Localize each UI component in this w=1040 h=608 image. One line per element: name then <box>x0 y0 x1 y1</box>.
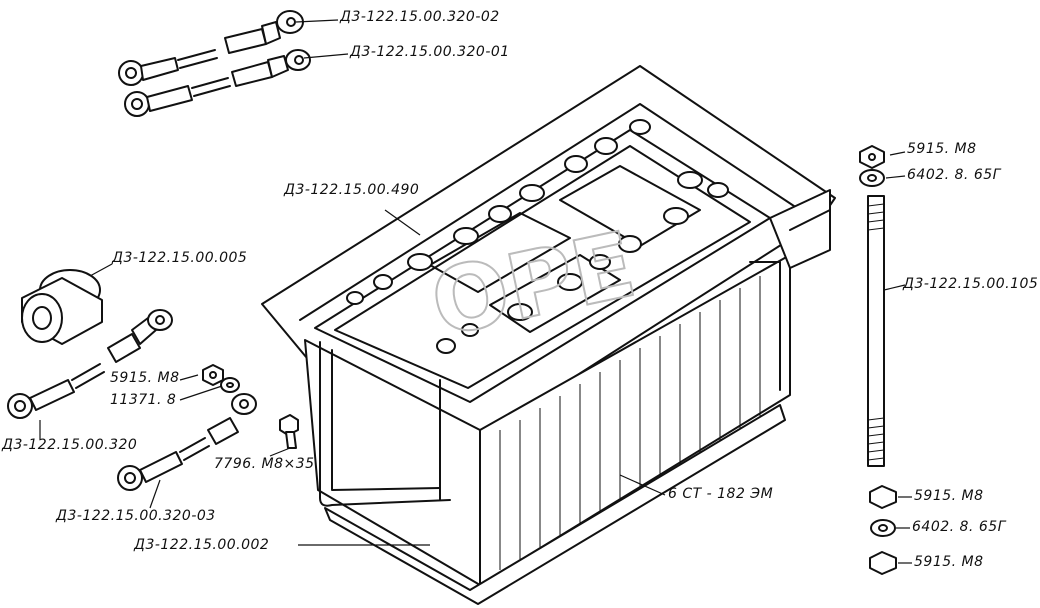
rod-105 <box>867 195 885 467</box>
washer-6402-bottom <box>870 519 896 537</box>
cable-320-01 <box>124 49 311 117</box>
label-battery-6ct: 6 СТ - 182 ЭМ <box>668 486 774 502</box>
label-cable-320-01: Д3-122.15.00.320-01 <box>350 44 510 60</box>
rubber-pad-005 <box>21 269 103 345</box>
leader-lines <box>39 19 912 564</box>
nut-5915-b1 <box>869 485 897 509</box>
cable-320-03 <box>117 393 257 491</box>
label-washer-6402-top: 6402. 8. 65Г <box>907 167 1001 183</box>
cable-320 <box>7 309 173 419</box>
nut-5915-top <box>859 145 885 169</box>
battery-assembly <box>261 65 836 605</box>
label-cable-320-02: Д3-122.15.00.320-02 <box>340 9 500 25</box>
nut-5915-mid <box>202 364 224 386</box>
label-tray-002: Д3-122.15.00.002 <box>134 537 270 553</box>
label-cable-320: Д3-122.15.00.320 <box>2 437 138 453</box>
label-nut-5915-b2: 5915. М8 <box>914 554 984 570</box>
bolt-7796 <box>279 414 299 449</box>
washer-6402-top <box>859 169 885 187</box>
cable-320-02 <box>118 10 304 86</box>
label-nut-5915-b1: 5915. М8 <box>914 488 984 504</box>
label-washer-6402-bottom: 6402. 8. 65Г <box>912 519 1006 535</box>
nut-5915-b2 <box>869 551 897 575</box>
label-nut-5915-mid: 5915. М8 <box>110 370 180 386</box>
battery-caps <box>346 119 729 354</box>
label-bolt-7796: 7796. М8×35 <box>214 456 315 472</box>
label-nut-5915-top: 5915. М8 <box>907 141 977 157</box>
label-washer-11371: 11371. 8 <box>110 392 177 408</box>
washer-11371 <box>220 377 240 393</box>
label-rod-105: Д3-122.15.00.105 <box>903 276 1039 292</box>
label-plate-490: Д3-122.15.00.490 <box>284 182 420 198</box>
label-cable-320-03: Д3-122.15.00.320-03 <box>56 508 216 524</box>
label-pad-005: Д3-122.15.00.005 <box>112 250 248 266</box>
